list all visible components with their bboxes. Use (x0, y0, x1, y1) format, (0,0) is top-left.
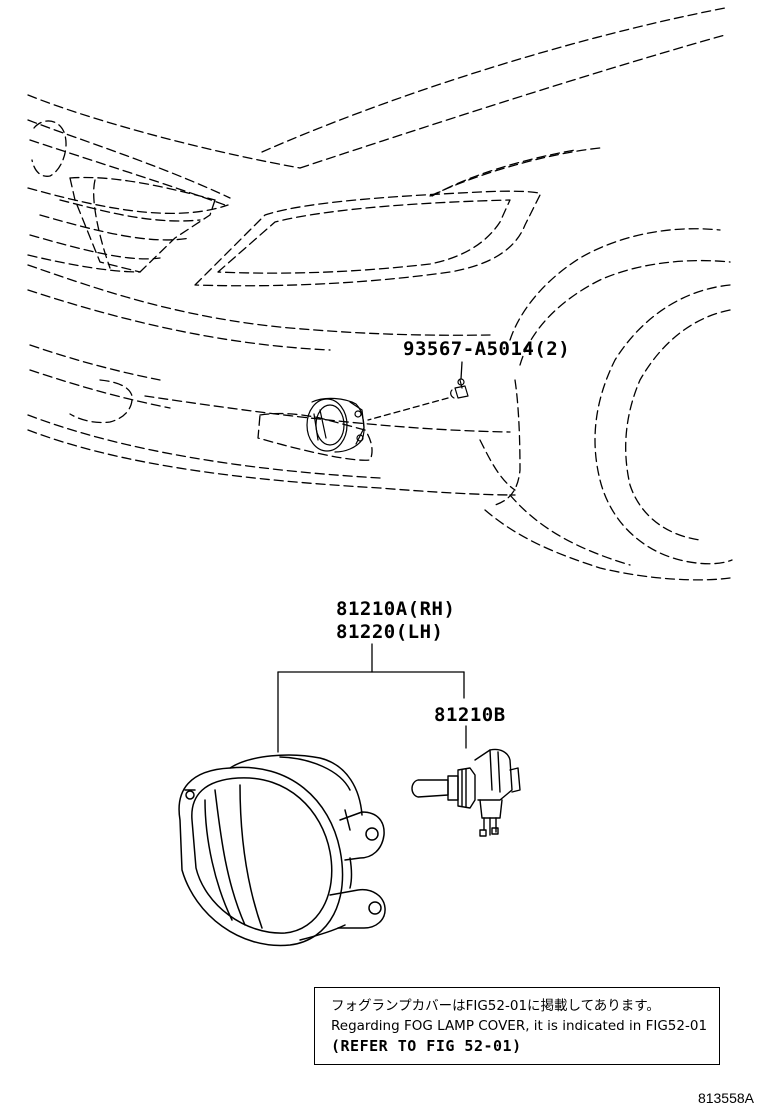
leader-bolt (367, 397, 449, 421)
part-label-lamp-rh: 81210A(RH) (336, 598, 456, 620)
figure-id: 813558A (697, 1090, 754, 1106)
car-body-outline (27, 7, 733, 581)
fog-lamp-installed (306, 397, 365, 453)
part-label-lamp-lh: 81220(LH) (336, 621, 444, 643)
part-label-bulb: 81210B (434, 704, 506, 726)
leader-bolt-label (460, 361, 463, 380)
reference-note: フォグランプカバーはFIG52-01に掲載してあります。 Regarding F… (314, 987, 720, 1065)
part-label-bolt: 93567-A5014(2) (403, 338, 571, 360)
bulb-part (411, 748, 521, 837)
note-english: Regarding FOG LAMP COVER, it is indicate… (331, 1018, 708, 1034)
callout-bracket (277, 643, 465, 753)
fog-lamp-assembly (178, 754, 386, 947)
note-refer: (REFER TO FIG 52-01) (331, 1037, 522, 1055)
bolt-part (450, 378, 469, 399)
note-japanese: フォグランプカバーはFIG52-01に掲載してあります。 (331, 998, 660, 1014)
